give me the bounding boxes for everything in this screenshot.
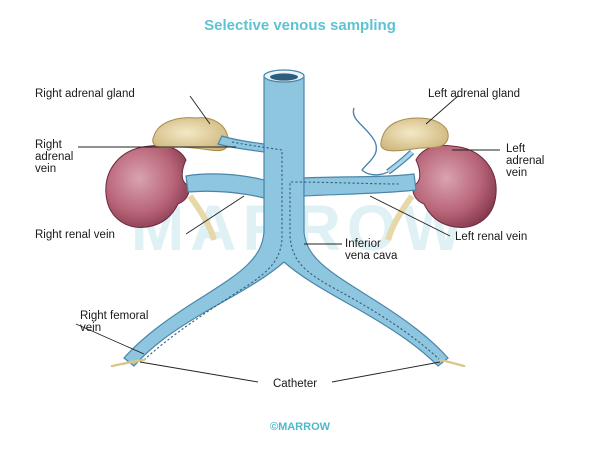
label-left-adrenal-vein-line2: adrenal — [506, 155, 544, 167]
label-left-renal-vein: Left renal vein — [455, 231, 527, 243]
label-right-renal-vein: Right renal vein — [35, 229, 115, 241]
label-catheter: Catheter — [273, 378, 317, 390]
label-ivc-line1: Inferior — [345, 238, 381, 250]
catheters — [110, 141, 466, 368]
brand-footer: ©MARROW — [270, 421, 331, 433]
label-right-adrenal-vein-line3: vein — [35, 163, 56, 175]
label-right-adrenal-vein-line1: Right — [35, 139, 63, 151]
label-ivc-line2: vena cava — [345, 250, 398, 262]
leader-lines — [75, 95, 500, 383]
vein-system — [123, 69, 449, 367]
label-left-adrenal-vein-line3: vein — [506, 167, 527, 179]
labels: Right adrenal gland Left adrenal gland R… — [35, 88, 544, 390]
left-kidney — [412, 145, 497, 228]
right-adrenal-gland — [152, 117, 229, 152]
label-left-adrenal-gland: Left adrenal gland — [428, 88, 520, 100]
label-right-adrenal-vein-line2: adrenal — [35, 151, 73, 163]
left-adrenal-gland — [380, 117, 449, 152]
label-left-adrenal-vein-line1: Left — [506, 143, 526, 155]
label-right-femoral-vein-line2: vein — [80, 322, 101, 334]
right-kidney — [105, 145, 190, 228]
ureters — [187, 194, 415, 241]
label-right-adrenal-gland: Right adrenal gland — [35, 88, 135, 100]
label-right-femoral-vein-line1: Right femoral — [80, 310, 148, 322]
diagram-title: Selective venous sampling — [204, 17, 396, 34]
